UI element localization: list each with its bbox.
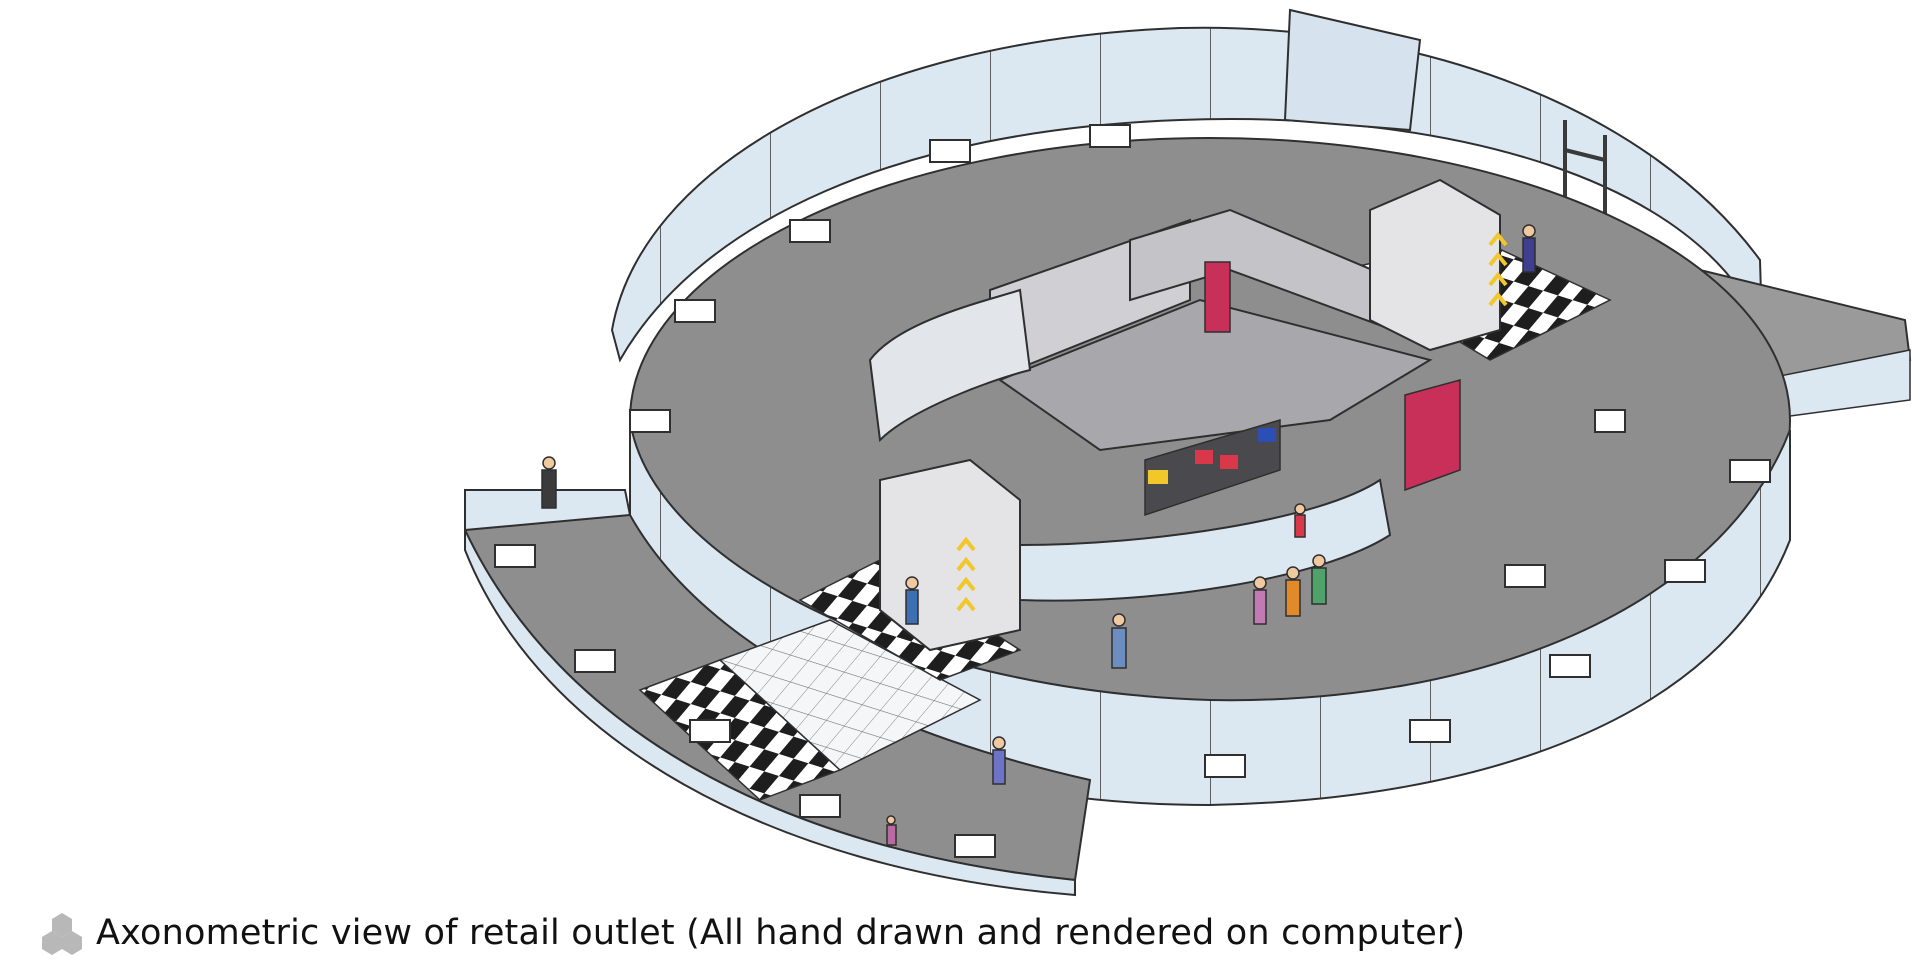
- display-cases: [868, 288, 1032, 443]
- caption-text: Axonometric view of retail outlet (All h…: [96, 913, 1466, 953]
- door-right: [1404, 379, 1461, 492]
- axonometric-drawing: [464, 8, 1912, 897]
- door-back: [1204, 261, 1231, 333]
- grid-floor: [718, 619, 982, 771]
- central-block-top: [997, 298, 1433, 452]
- lift-shaft-right: [1369, 178, 1501, 352]
- lower-wing-glass: [464, 489, 1076, 897]
- lift-arrows-left: [956, 536, 976, 612]
- hexagon-cluster-icon: [42, 913, 82, 955]
- menu-red-2: [1220, 455, 1238, 469]
- menu-yellow: [1148, 470, 1168, 484]
- menu-red-1: [1195, 450, 1213, 464]
- menu-blue: [1258, 428, 1276, 442]
- caption: Axonometric view of retail outlet (All h…: [40, 905, 1465, 961]
- menu-board: [1144, 418, 1281, 517]
- entrance-canopy: [1283, 8, 1422, 132]
- lift-arrows-right: [1488, 231, 1508, 307]
- people: [541, 224, 1536, 846]
- lift-shaft-left: [879, 458, 1021, 652]
- seating-groups: [494, 124, 1771, 858]
